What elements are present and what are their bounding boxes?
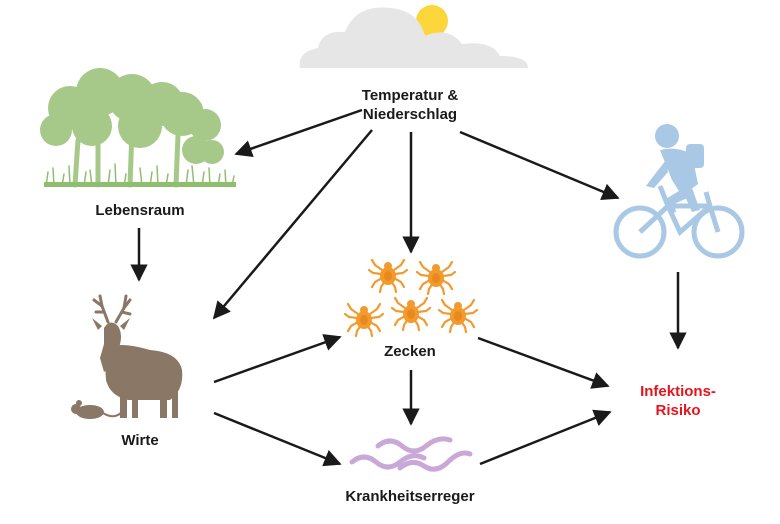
arrows bbox=[130, 108, 687, 467]
trees-icon bbox=[40, 68, 236, 188]
arrow-hosts-to-pathogens bbox=[213, 411, 342, 467]
arrow-ticks-to-risk bbox=[477, 336, 610, 389]
cloud-sun-icon bbox=[299, 5, 528, 68]
cyclist-icon bbox=[613, 124, 745, 259]
weather-label: Temperatur & Niederschlag bbox=[340, 86, 480, 124]
weather-label-line1: Temperatur & bbox=[361, 87, 459, 104]
arrow-weather-to-hosts bbox=[212, 129, 373, 320]
mouse-icon bbox=[71, 400, 123, 419]
arrow-hosts-to-ticks bbox=[213, 334, 342, 384]
habitat-label: Lebensraum bbox=[95, 202, 185, 219]
weather-label-line2: Niederschlag bbox=[362, 106, 458, 123]
risk-label-line2: Risiko bbox=[655, 402, 701, 419]
risk-label: Infektions- Risiko bbox=[615, 382, 741, 420]
arrow-weather-to-habitat bbox=[234, 108, 363, 158]
tick-icon bbox=[343, 258, 479, 338]
risk-label-line1: Infektions- bbox=[640, 383, 716, 400]
hosts-label: Wirte bbox=[121, 432, 159, 449]
pathogen-icon bbox=[349, 436, 473, 472]
deer-icon bbox=[92, 294, 183, 418]
pathogens-label: Krankheitserreger bbox=[345, 488, 475, 505]
arrow-weather-to-cyclist bbox=[459, 130, 620, 201]
ticks-label: Zecken bbox=[384, 343, 436, 360]
arrow-pathogens-to-risk bbox=[479, 409, 612, 466]
